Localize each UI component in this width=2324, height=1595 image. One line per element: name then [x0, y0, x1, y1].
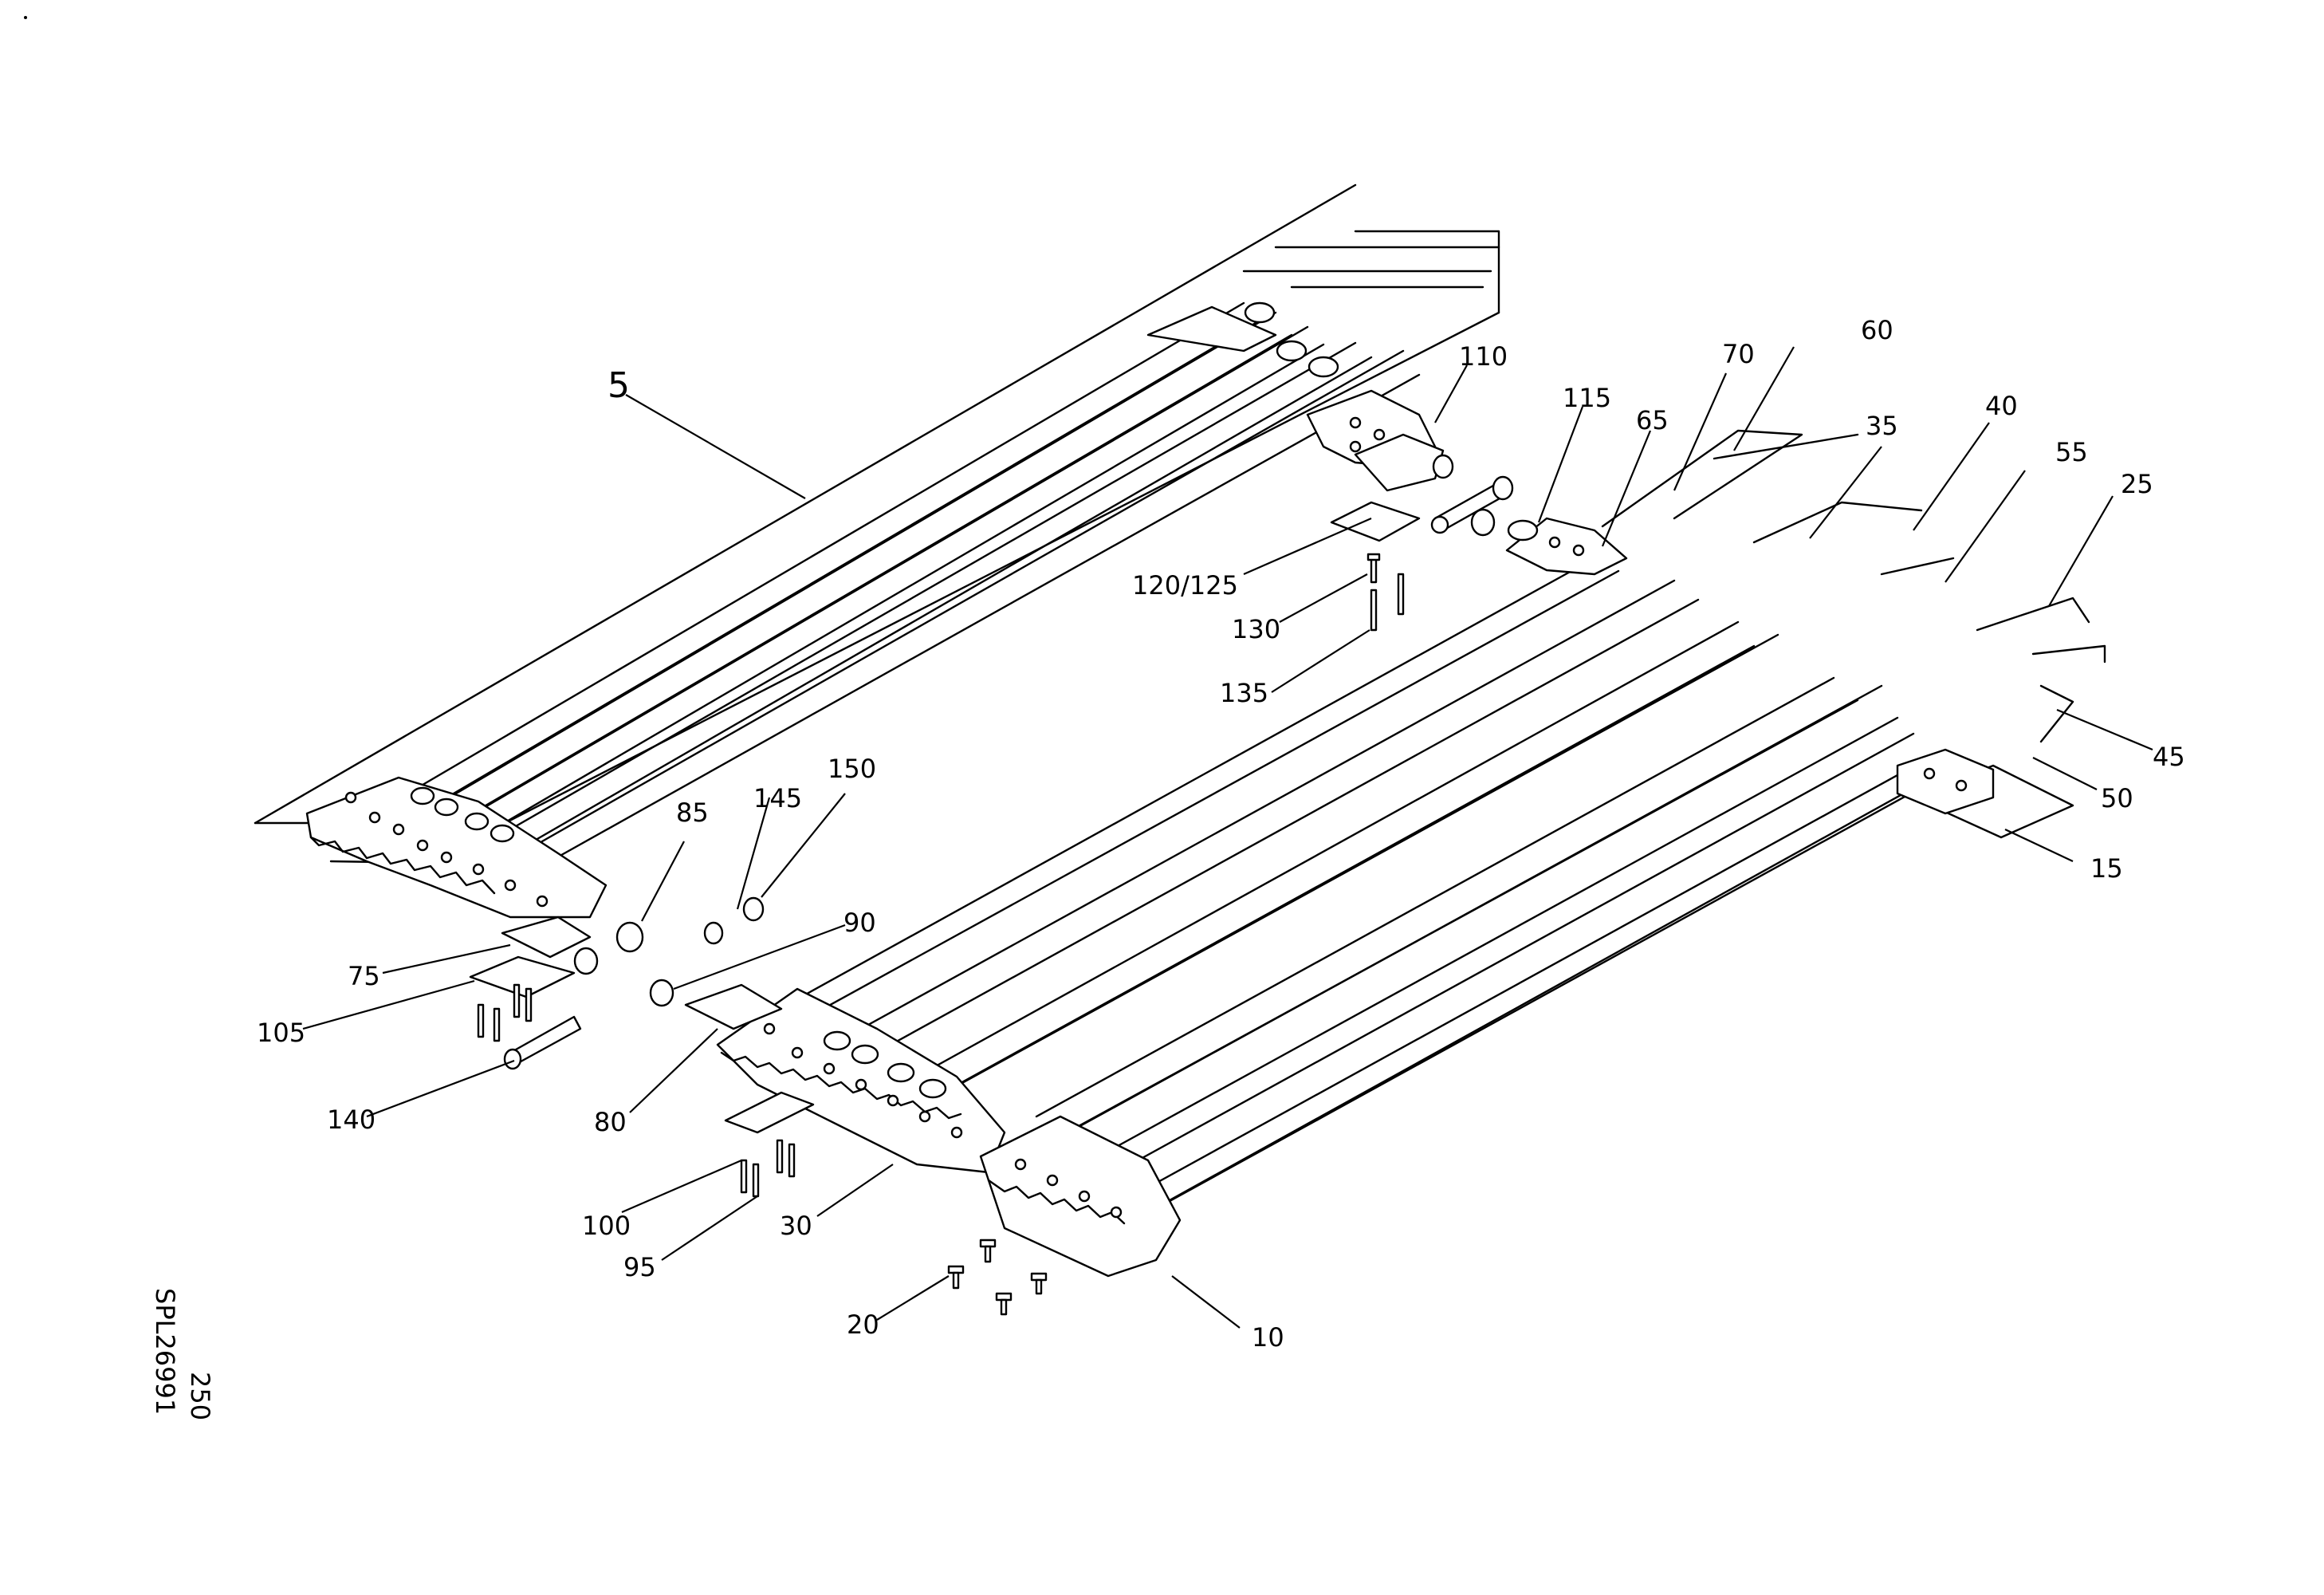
screw-130: [1370, 557, 1378, 584]
washer-150: [742, 896, 765, 922]
callout-75: 75: [348, 961, 380, 991]
upper-tubes: [413, 246, 1500, 863]
bush-90: [649, 979, 674, 1007]
callout-95: 95: [623, 1252, 656, 1282]
callout-60: 60: [1861, 315, 1893, 345]
bottom-comb-plate: [979, 1115, 1182, 1278]
callout-20: 20: [847, 1309, 879, 1340]
callout-25: 25: [2121, 469, 2153, 499]
upper-left-end-plate: [305, 776, 608, 919]
washer-145: [703, 921, 724, 945]
callout-45: 45: [2153, 742, 2185, 772]
lower-right-end-plate: [1505, 517, 1628, 576]
drawing-reference: 250 SPL26991: [150, 1288, 215, 1420]
callout-5: 5: [608, 365, 630, 406]
hinge-105: [469, 955, 576, 998]
hinge-75: [501, 916, 592, 959]
screw-135: [1370, 589, 1378, 632]
plate-100: [724, 1091, 815, 1134]
callout-10: 10: [1252, 1322, 1284, 1353]
bush-110: [1432, 454, 1454, 479]
hinge-80: [684, 983, 783, 1030]
callout-70: 70: [1722, 339, 1755, 369]
callout-80: 80: [594, 1107, 627, 1137]
callout-105: 105: [257, 1018, 305, 1048]
callout-35: 35: [1866, 411, 1898, 441]
bolts-20: [947, 1239, 1048, 1316]
callout-110: 110: [1459, 341, 1508, 372]
upper-rail-assembly: [254, 183, 1500, 919]
plate-120-125: [1330, 501, 1421, 542]
callout-50: 50: [2101, 783, 2133, 813]
right-base-block: [1896, 748, 1995, 815]
callout-55: 55: [2055, 437, 2088, 467]
callout-30: 30: [780, 1211, 812, 1241]
callout-15: 15: [2090, 853, 2123, 884]
leader-lines: [302, 346, 2153, 1329]
callout-150: 150: [828, 754, 876, 784]
lower-rail-assembly: [716, 429, 2106, 1278]
sheet-number: 250: [185, 1372, 215, 1420]
callout-145: 145: [753, 783, 802, 813]
callout-65: 65: [1636, 405, 1669, 435]
callout-90: 90: [843, 908, 876, 938]
bush-85: [615, 921, 644, 953]
callout-100: 100: [582, 1211, 631, 1241]
lower-tubes: [800, 557, 1963, 1214]
drawing-code: SPL26991: [150, 1288, 180, 1415]
callout-85: 85: [676, 798, 709, 828]
callout-130: 130: [1232, 614, 1280, 644]
callout-40: 40: [1985, 391, 2018, 421]
corner-mark: [24, 16, 27, 19]
callout-115: 115: [1563, 383, 1611, 413]
callout-labels: 5 110 115 65 70 60 35 40 55 25 45 50 15 …: [257, 315, 2185, 1353]
callout-140: 140: [327, 1105, 376, 1135]
loose-parts: [469, 433, 1514, 1316]
callout-135: 135: [1220, 678, 1268, 708]
callout-120-125: 120/125: [1132, 570, 1238, 601]
screw-95: [740, 1159, 748, 1194]
